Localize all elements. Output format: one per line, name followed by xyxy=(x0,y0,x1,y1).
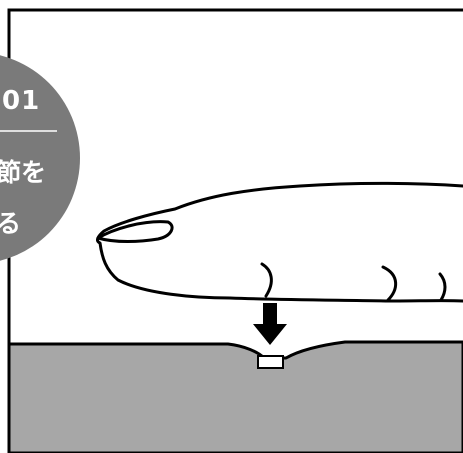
step-badge xyxy=(0,55,80,261)
frame-border xyxy=(7,8,463,453)
finger-outline xyxy=(96,181,463,303)
fingernail xyxy=(96,220,174,243)
badge-label-line1: 節を xyxy=(0,158,47,187)
knuckle-crease-2 xyxy=(381,265,398,302)
knuckle-crease-1 xyxy=(260,262,273,298)
arrow-down-icon xyxy=(253,303,287,345)
badge-label-line2: る xyxy=(0,209,22,238)
pressure-point-icon xyxy=(257,355,284,369)
surface-block xyxy=(7,340,463,453)
badge-step-number: 01 xyxy=(2,86,41,116)
knuckle-crease-3 xyxy=(438,272,447,302)
